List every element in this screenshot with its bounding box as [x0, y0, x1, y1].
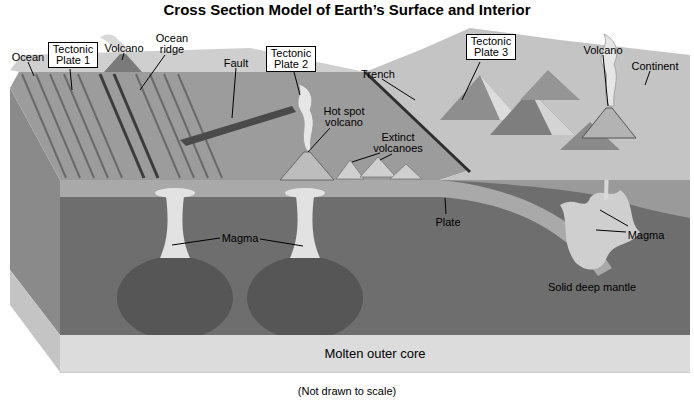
part-label: Trench [361, 69, 395, 80]
oceanic-plate [60, 180, 612, 276]
plate-tag: Tectonic Plate 2 [266, 46, 316, 72]
leader-line [645, 71, 650, 85]
continent-surface [365, 28, 690, 180]
part-label: Ocean [12, 52, 44, 63]
fault-scarp [180, 106, 296, 146]
volcano-cone [582, 108, 636, 138]
part-label: Extinct volcanoes [367, 132, 429, 154]
part-label: Volcano [104, 43, 143, 54]
mountain [520, 70, 580, 100]
node-text: Tectonic Plate 1 [51, 44, 95, 66]
leader-line [28, 62, 34, 76]
leader-line [308, 128, 330, 152]
plate-tag: Tectonic Plate 1 [48, 42, 98, 68]
plate-tag: Tectonic Plate 3 [466, 34, 516, 60]
leader-line [122, 53, 124, 60]
part-label: Magma [222, 233, 259, 244]
node-text: Tectonic Plate 3 [469, 36, 513, 58]
ridge-stripe [164, 74, 208, 178]
plume-head [285, 188, 325, 198]
magma-bulb [117, 256, 233, 340]
extinct-cone [336, 160, 364, 179]
extinct-cone [390, 164, 422, 179]
part-label: Plate [435, 217, 460, 228]
ridge-stripe [78, 74, 122, 178]
part-label: Fault [224, 58, 248, 69]
part-label: Hot spot volcano [316, 106, 372, 128]
ridge-stripe [36, 74, 80, 178]
magma-bulb [247, 256, 363, 340]
leader-line [260, 239, 303, 246]
volcano-cone [104, 54, 142, 72]
outer-core-band: Molten outer core [60, 335, 690, 372]
leader-line [382, 79, 415, 100]
side-face-core [10, 270, 60, 372]
leader-line [294, 72, 300, 95]
leader-line [596, 230, 626, 232]
part-label: Continent [631, 61, 678, 72]
leader-line [352, 153, 380, 162]
leader-line [380, 154, 392, 160]
ridge-stripe [150, 74, 194, 178]
part-label: Ocean ridge [151, 33, 193, 55]
extinct-cone [360, 157, 396, 177]
plume-stem [160, 196, 190, 258]
leader-line [462, 62, 480, 100]
leader-line [445, 198, 446, 214]
leader-line [603, 55, 608, 106]
leader-line [70, 69, 72, 90]
part-label: Volcano [583, 45, 622, 56]
part-label: Magma [628, 230, 665, 241]
ridge-stripe [22, 74, 66, 178]
leader-line [232, 68, 236, 118]
ocean-ridge [114, 74, 158, 178]
diagram-title: Cross Section Model of Earth’s Surface a… [0, 1, 694, 18]
node-text: Tectonic Plate 2 [269, 48, 313, 70]
leader-line [172, 238, 220, 245]
ridge-stripe [178, 74, 222, 178]
diagram-caption: (Not drawn to scale) [0, 385, 694, 398]
hot-spot-smoke [298, 84, 313, 151]
leader-line [140, 55, 165, 90]
mountain [440, 75, 520, 120]
leader-lines [28, 53, 650, 246]
part-label: Solid deep mantle [548, 282, 636, 293]
plume-stem [290, 196, 320, 258]
ridge-stripe [64, 74, 108, 178]
plume-head [155, 188, 195, 198]
trench-line [365, 72, 470, 172]
node-text: Molten outer core [324, 346, 425, 361]
hot-spot-cone [280, 152, 334, 180]
leader-line [600, 210, 628, 226]
ridge-stripe [136, 74, 180, 178]
